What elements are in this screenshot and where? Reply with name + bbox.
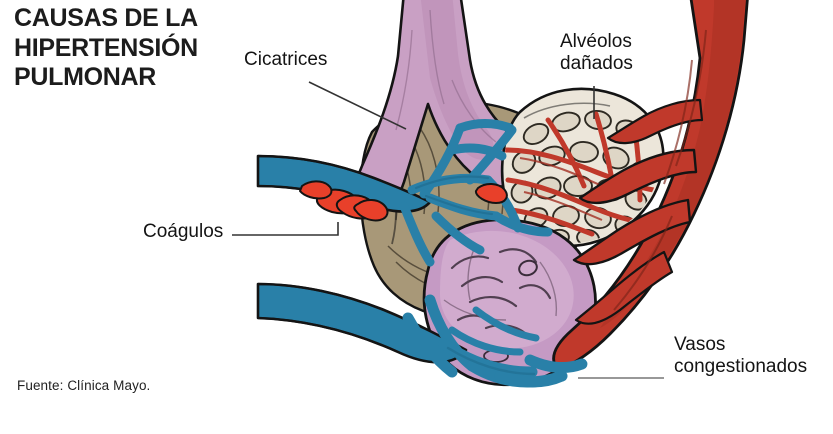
- blood-clots: [299, 180, 508, 222]
- page-title: CAUSAS DE LA HIPERTENSIÓN PULMONAR: [14, 4, 198, 91]
- label-alveolos-danados: Alvéolos dañados: [560, 31, 633, 75]
- congested-artery: [552, 0, 749, 372]
- label-cicatrices: Cicatrices: [244, 49, 328, 70]
- label-vasos-congestionados: Vasos congestionados: [674, 334, 808, 378]
- source-attribution: Fuente: Clínica Mayo.: [17, 378, 151, 393]
- pulmonary-veins: [256, 119, 588, 388]
- label-coagulos: Coágulos: [143, 221, 224, 242]
